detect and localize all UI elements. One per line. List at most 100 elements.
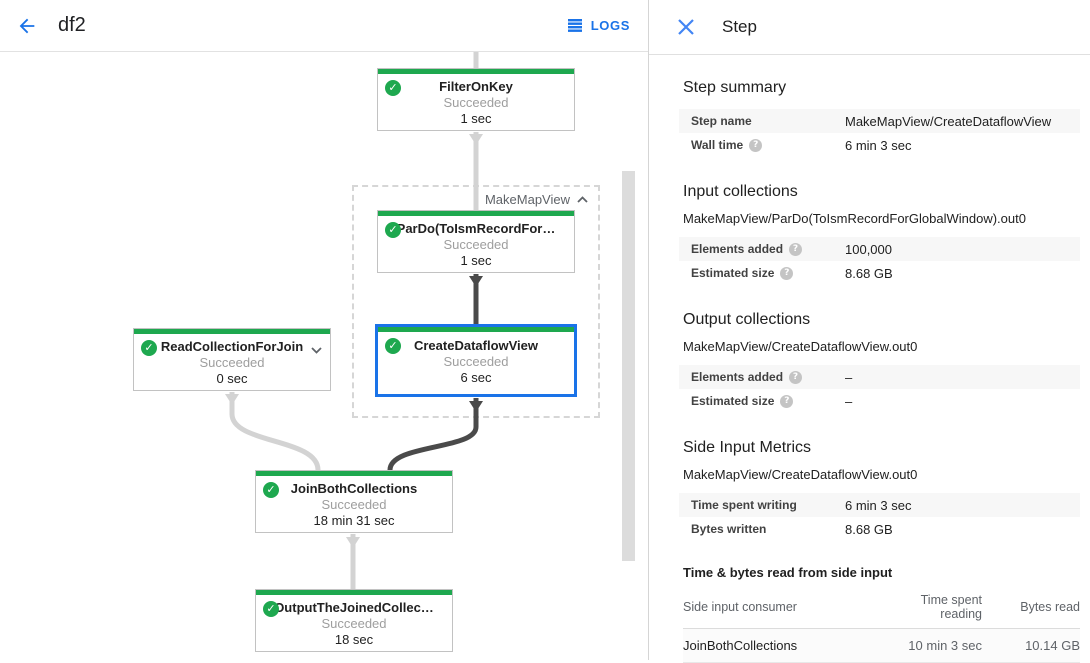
help-icon[interactable]: ? [780, 394, 794, 408]
kv-value: – [845, 369, 853, 385]
table-header-row: Side input consumer Time spent reading B… [683, 586, 1080, 629]
logs-list-icon [567, 19, 582, 32]
success-check-icon: ✓ [385, 338, 401, 354]
step-time: 1 sec [460, 111, 492, 126]
success-check-icon: ✓ [385, 80, 401, 96]
kv-row-bytes-written: Bytes written 8.68 GB [679, 517, 1080, 541]
help-icon[interactable]: ? [749, 138, 763, 152]
step-node-joinbothcollections[interactable]: ✓ JoinBothCollections Succeeded 18 min 3… [255, 470, 453, 533]
kv-row-wall-time: Wall time ? 6 min 3 sec [679, 133, 1080, 157]
kv-label: Elements added [691, 242, 784, 256]
kv-label: Elements added [691, 370, 784, 384]
job-graph-canvas[interactable]: MakeMapView [0, 52, 648, 660]
section-side-input-metrics: Side Input Metrics MakeMapView/CreateDat… [679, 439, 1080, 663]
step-node-readcollectionforjoin[interactable]: ✓ ReadCollectionForJoin Succeeded 0 sec [133, 328, 331, 391]
cell-consumer: JoinBothCollections [683, 628, 878, 663]
help-icon[interactable]: ? [780, 266, 794, 280]
kv-value: – [845, 393, 853, 409]
group-label: MakeMapView [484, 192, 570, 207]
group-collapse-toggle[interactable]: MakeMapView [485, 192, 588, 207]
step-node-outputthejoinedcollection[interactable]: ✓ OutputTheJoinedCollec… Succeeded 18 se… [255, 589, 453, 652]
kv-label: Wall time [691, 138, 744, 152]
col-side-input-consumer: Side input consumer [683, 586, 878, 629]
step-panel-header: Step [649, 0, 1090, 55]
arrow-left-icon [19, 18, 35, 33]
kv-value: 8.68 GB [845, 265, 893, 281]
step-title: FilterOnKey [439, 79, 513, 94]
step-title: ReadCollectionForJoin [160, 339, 304, 354]
kv-label: Estimated size [691, 394, 775, 408]
section-title: Input collections [683, 183, 798, 200]
section-title: Side Input Metrics [683, 439, 812, 456]
step-title: OutputTheJoinedCollec… [274, 600, 434, 615]
job-title: df2 [58, 14, 86, 36]
status-bar [378, 327, 574, 332]
step-status: Succeeded [199, 355, 265, 370]
section-title: Output collections [683, 311, 811, 328]
collection-name: MakeMapView/CreateDataflowView.out0 [683, 467, 918, 482]
col-bytes-read: Bytes read [996, 586, 1080, 629]
chevron-up-icon [577, 196, 588, 203]
success-check-icon: ✓ [263, 601, 279, 617]
kv-row-elements-added: Elements added ? 100,000 [679, 237, 1080, 261]
cell-bytes-read: 10.14 GB [996, 628, 1080, 663]
success-check-icon: ✓ [263, 482, 279, 498]
step-time: 18 min 31 sec [313, 513, 395, 528]
kv-value: 100,000 [845, 241, 892, 257]
kv-row-step-name: Step name MakeMapView/CreateDataflowView [679, 109, 1080, 133]
success-check-icon: ✓ [385, 222, 401, 238]
step-node-filteronkey[interactable]: ✓ FilterOnKey Succeeded 1 sec [377, 68, 575, 131]
help-icon[interactable]: ? [789, 370, 803, 384]
graph-edges [225, 52, 483, 590]
side-input-read-table-block: Time & bytes read from side input Side i… [683, 565, 1080, 663]
chevron-down-icon [311, 347, 322, 354]
step-details-panel: Step Step summary Step name MakeMapView/… [648, 0, 1090, 663]
job-graph-panel: df2 LOGS MakeMapView [0, 9, 648, 660]
status-bar [256, 471, 452, 476]
step-status: Succeeded [443, 354, 509, 369]
success-check-icon: ✓ [141, 340, 157, 356]
status-bar [378, 69, 574, 74]
kv-label: Bytes written [691, 522, 767, 536]
step-node-createdataflowview-selected[interactable]: ✓ CreateDataflowView Succeeded 6 sec [375, 324, 577, 397]
step-status: Succeeded [443, 95, 509, 110]
step-time: 1 sec [460, 253, 492, 268]
kv-label: Step name [691, 114, 752, 128]
status-bar [134, 329, 330, 334]
close-panel-button[interactable] [674, 15, 698, 39]
kv-label: Time spent writing [691, 498, 797, 512]
expand-step-toggle[interactable] [311, 341, 322, 359]
section-input-collections: Input collections MakeMapView/ParDo(ToIs… [679, 183, 1080, 285]
help-icon[interactable]: ? [789, 242, 803, 256]
step-node-pardo-toismrecord[interactable]: ✓ ParDo(ToIsmRecordFor… Succeeded 1 sec [377, 210, 575, 273]
col-time-spent-reading: Time spent reading [878, 586, 996, 629]
section-output-collections: Output collections MakeMapView/CreateDat… [679, 311, 1080, 413]
logs-button[interactable]: LOGS [567, 18, 630, 33]
kv-row-estimated-size: Estimated size ? 8.68 GB [679, 261, 1080, 285]
section-step-summary: Step summary Step name MakeMapView/Creat… [679, 79, 1080, 157]
step-time: 0 sec [216, 371, 248, 386]
table-title: Time & bytes read from side input [683, 565, 893, 580]
step-status: Succeeded [443, 237, 509, 252]
table-row[interactable]: JoinBothCollections 10 min 3 sec 10.14 G… [683, 628, 1080, 663]
cell-time-reading: 10 min 3 sec [878, 628, 996, 663]
panel-title: Step [722, 17, 757, 36]
collection-name: MakeMapView/ParDo(ToIsmRecordForGlobalWi… [683, 211, 1026, 226]
kv-row-elements-added: Elements added ? – [679, 365, 1080, 389]
close-icon [678, 19, 694, 35]
kv-value: 6 min 3 sec [845, 137, 912, 153]
back-button[interactable] [10, 9, 44, 43]
kv-row-estimated-size: Estimated size ? – [679, 389, 1080, 413]
status-bar [256, 590, 452, 595]
status-bar [378, 211, 574, 216]
kv-value: MakeMapView/CreateDataflowView [845, 113, 1052, 129]
kv-value: 6 min 3 sec [845, 497, 912, 513]
step-title: CreateDataflowView [413, 338, 539, 353]
step-time: 18 sec [334, 632, 374, 647]
graph-vertical-scrollbar[interactable] [622, 171, 635, 561]
kv-label: Estimated size [691, 266, 775, 280]
step-title: ParDo(ToIsmRecordFor… [396, 221, 556, 236]
step-status: Succeeded [321, 616, 387, 631]
logs-button-label: LOGS [590, 18, 630, 33]
